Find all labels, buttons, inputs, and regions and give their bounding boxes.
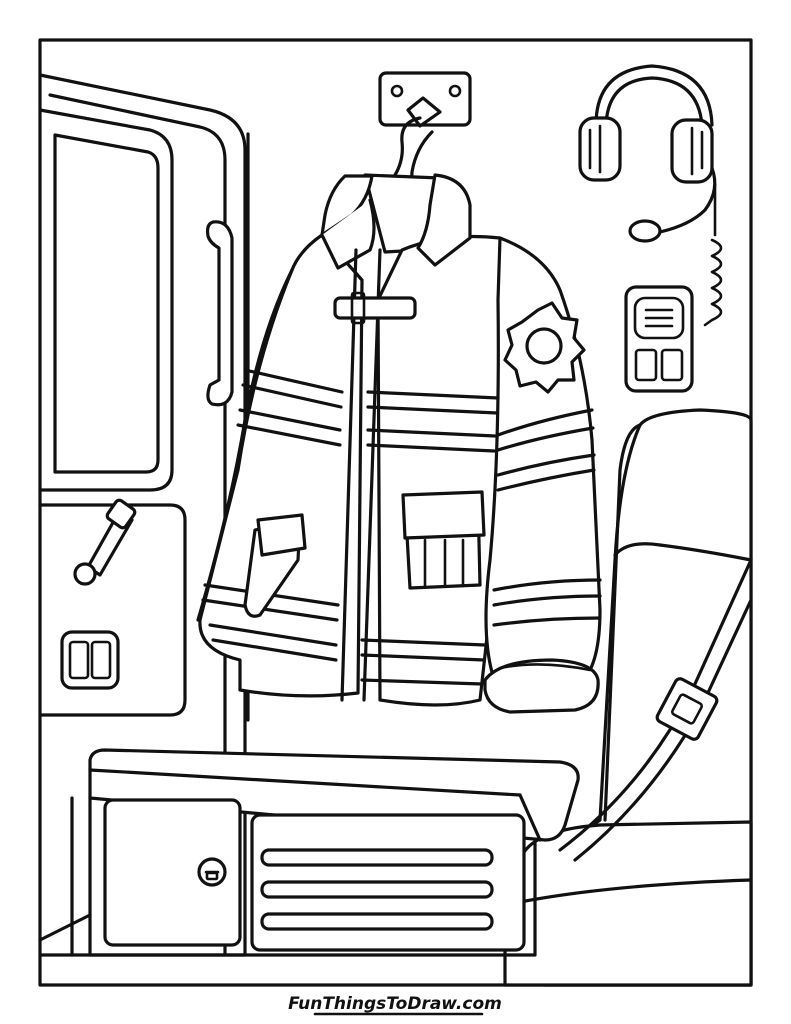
floor-line xyxy=(38,913,92,942)
wall-switch xyxy=(60,630,120,690)
door-lever xyxy=(73,498,137,586)
fire-jacket xyxy=(196,173,602,714)
site-brand-label: FunThingsToDraw.com xyxy=(288,994,502,1014)
headset-icon xyxy=(578,64,723,327)
storage-bench xyxy=(70,748,580,957)
fire-department-emblem-icon xyxy=(503,301,586,394)
ambulance-seat xyxy=(503,408,753,987)
radio-unit xyxy=(624,285,694,393)
wall-hook xyxy=(378,71,472,128)
grab-handle xyxy=(205,220,234,407)
cabinet-door xyxy=(103,798,242,947)
side-door xyxy=(38,73,247,957)
cabinet-vent xyxy=(250,813,526,952)
